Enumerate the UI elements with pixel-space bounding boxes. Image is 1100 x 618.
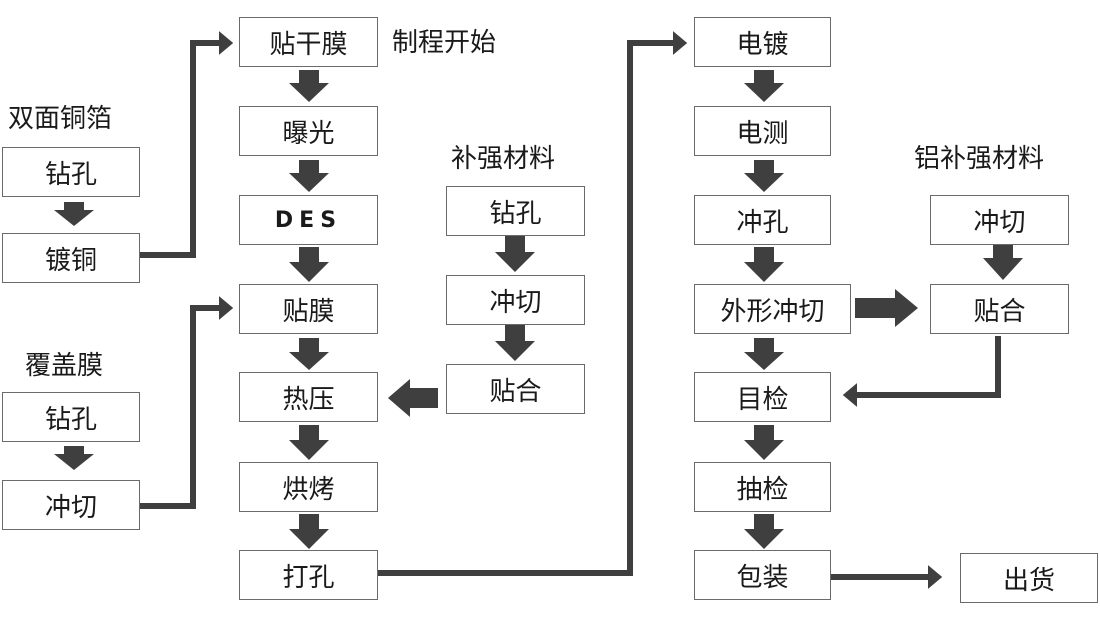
box-hot-press: 热压	[239, 372, 378, 422]
down-arrow-stiffener-2	[495, 325, 535, 361]
connector-al-lamination-to-inspection	[842, 336, 1001, 407]
box-punch-cut-coverlay: 冲切	[2, 480, 140, 530]
box-hole-punch: 打孔	[239, 550, 378, 600]
down-arrow-al-stiffener	[983, 245, 1023, 280]
box-outline-cut: 外形冲切	[694, 284, 851, 334]
down-arrow-left-top	[54, 202, 94, 226]
down-arrow-col1-3	[289, 247, 329, 282]
box-baking: 烘烤	[239, 462, 378, 512]
connector-coverlay-to-film	[140, 296, 234, 509]
box-drill-copper: 钻孔	[2, 147, 140, 197]
left-arrow-to-hot-press	[388, 379, 438, 417]
box-exposure: 曝光	[239, 106, 378, 156]
down-arrow-col2-5	[744, 425, 784, 460]
down-arrow-col1-4	[289, 338, 329, 370]
down-arrow-col2-2	[744, 160, 784, 192]
box-plating: 电镀	[694, 17, 831, 67]
box-drill-coverlay: 钻孔	[2, 392, 140, 442]
box-visual-inspection: 目检	[694, 372, 831, 422]
down-arrow-col1-1	[289, 70, 329, 102]
right-arrow-to-al-lamination	[855, 289, 918, 327]
down-arrow-col1-2	[289, 160, 329, 192]
down-arrow-col2-3	[744, 247, 784, 282]
box-stiffener-lamination: 贴合	[446, 364, 585, 414]
box-copper-plating: 镀铜	[2, 233, 140, 283]
box-film-lamination: 贴膜	[239, 284, 378, 334]
label-coverlay: 覆盖膜	[25, 351, 104, 381]
down-arrow-col2-4	[744, 338, 784, 370]
label-al-stiffener-material: 铝补强材料	[914, 144, 1045, 174]
box-stiffener-punch-cut: 冲切	[446, 275, 585, 325]
down-arrow-col2-6	[744, 514, 784, 549]
label-stiffener-material: 补强材料	[451, 144, 556, 174]
box-des: DES	[239, 195, 378, 245]
connector-copper-to-dry-film	[140, 31, 234, 258]
box-al-lamination: 贴合	[930, 284, 1069, 334]
box-al-punch-cut: 冲切	[930, 195, 1069, 245]
down-arrow-left-bottom	[54, 446, 94, 470]
down-arrow-col1-6	[289, 514, 329, 549]
down-arrow-col2-1	[744, 70, 784, 102]
down-arrow-col1-5	[289, 425, 329, 460]
box-dry-film: 贴干膜	[239, 17, 378, 67]
label-double-side-copper: 双面铜箔	[8, 104, 113, 134]
box-shipment: 出货	[960, 553, 1098, 603]
label-process-start: 制程开始	[392, 28, 497, 58]
box-packaging: 包装	[694, 550, 831, 600]
box-stiffener-drill: 钻孔	[446, 186, 585, 236]
box-punch-hole: 冲孔	[694, 195, 831, 245]
down-arrow-stiffener-1	[495, 236, 535, 272]
connector-punch-to-plating	[378, 31, 688, 576]
box-electrical-test: 电测	[694, 106, 831, 156]
box-sampling-inspection: 抽检	[694, 462, 831, 512]
